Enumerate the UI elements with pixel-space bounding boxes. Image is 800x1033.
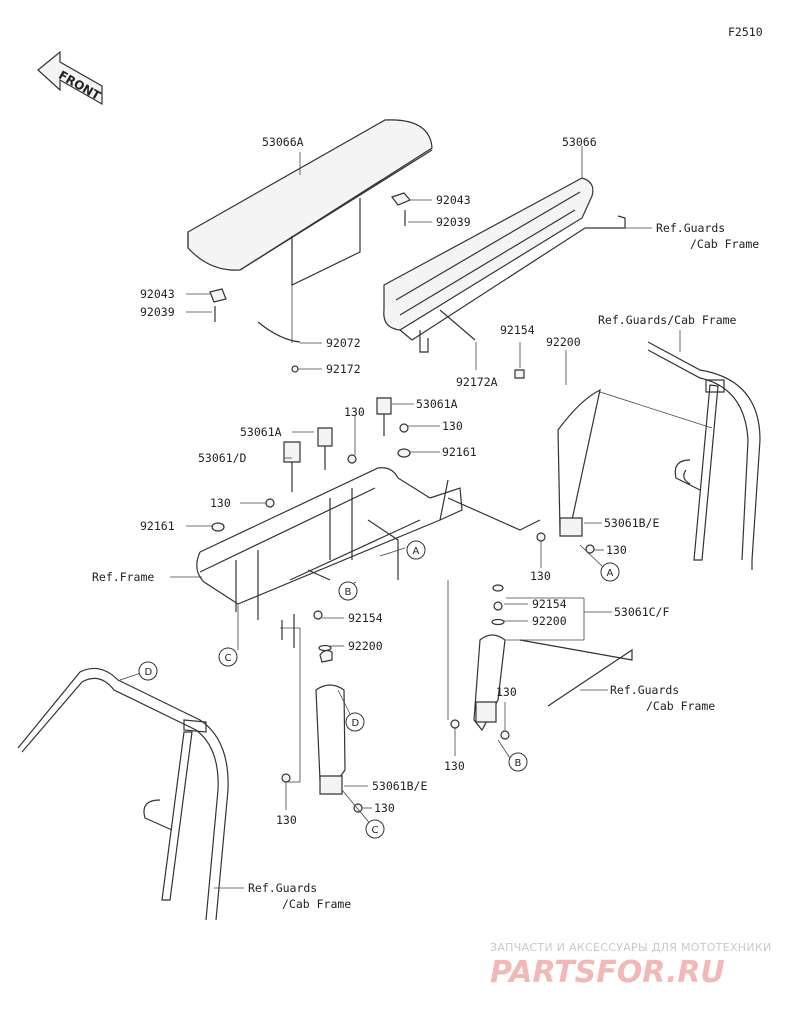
label-53061A-2: 53061A xyxy=(240,425,282,439)
svg-text:D: D xyxy=(145,667,153,678)
label-92154-c: 92154 xyxy=(532,597,567,611)
seat-belt-right xyxy=(473,369,713,732)
callout-C2: C xyxy=(365,819,385,839)
label-53061BE-1: 53061B/E xyxy=(604,516,659,530)
label-130-8: 130 xyxy=(374,801,395,815)
label-53066: 53066 xyxy=(562,135,597,149)
label-92172A: 92172A xyxy=(456,375,498,389)
svg-text:D: D xyxy=(352,718,360,729)
label-92043-top: 92043 xyxy=(436,193,471,207)
label-ref-frame: Ref.Frame xyxy=(92,570,154,584)
main-frame xyxy=(196,467,541,648)
label-92039-left: 92039 xyxy=(140,305,175,319)
svg-text:C: C xyxy=(372,825,379,836)
label-ref-guards-1a: Ref.Guards xyxy=(656,221,725,235)
seat-cushion xyxy=(187,119,433,343)
label-92161-right: 92161 xyxy=(442,445,477,459)
cable-92072 xyxy=(257,321,301,373)
svg-text:C: C xyxy=(225,653,232,664)
buckle-53061A-2 xyxy=(317,427,333,470)
svg-text:B: B xyxy=(515,758,522,769)
svg-text:PARTSFOR.RU: PARTSFOR.RU xyxy=(490,955,725,990)
buckle-53061A-1 xyxy=(376,397,392,436)
label-130-5: 130 xyxy=(530,569,551,583)
label-92161-left: 92161 xyxy=(140,519,175,533)
callout-B1: B xyxy=(338,581,358,601)
label-92039-top: 92039 xyxy=(436,215,471,229)
label-130-4: 130 xyxy=(606,543,627,557)
label-130-1: 130 xyxy=(344,405,365,419)
callout-A2: A xyxy=(600,562,620,582)
label-92154-a: 92154 xyxy=(500,323,535,337)
label-92200-b: 92200 xyxy=(348,639,383,653)
label-130-9: 130 xyxy=(276,813,297,827)
svg-text:A: A xyxy=(413,546,420,557)
label-ref-guards-2: Ref.Guards/Cab Frame xyxy=(598,313,737,327)
label-92200-a: 92200 xyxy=(546,335,581,349)
cab-frame-left xyxy=(17,667,229,921)
front-arrow-icon: FRONT xyxy=(37,50,104,106)
diagram-code: F2510 xyxy=(728,25,763,39)
svg-text:B: B xyxy=(345,587,352,598)
label-92072: 92072 xyxy=(326,336,361,350)
callout-D2: D xyxy=(345,712,365,732)
fastener-92043-top xyxy=(391,192,411,226)
bolts xyxy=(211,423,595,813)
seat-belt-left xyxy=(313,610,346,795)
fastener-92043-left xyxy=(209,288,227,322)
seat-back xyxy=(383,177,626,353)
callout-B2: B xyxy=(508,752,528,772)
label-ref-guards-3a: Ref.Guards xyxy=(610,683,679,697)
label-ref-guards-1b: /Cab Frame xyxy=(690,237,759,251)
label-130-2: 130 xyxy=(442,419,463,433)
callout-A1: A xyxy=(406,540,426,560)
label-92154-b: 92154 xyxy=(348,611,383,625)
label-92172: 92172 xyxy=(326,362,361,376)
label-ref-guards-4a: Ref.Guards xyxy=(248,881,317,895)
label-53061BE-2: 53061B/E xyxy=(372,779,427,793)
callout-D1: D xyxy=(138,661,158,681)
buckle-53061D xyxy=(283,441,301,492)
label-53061A-1: 53061A xyxy=(416,397,458,411)
cab-frame-right xyxy=(647,341,761,570)
label-ref-guards-3b: /Cab Frame xyxy=(646,699,715,713)
watermark-logo: ЗАПЧАСТИ И АКСЕССУАРЫ ДЛЯ МОТОТЕХНИКИ PA… xyxy=(490,941,772,990)
label-ref-guards-4b: /Cab Frame xyxy=(282,897,351,911)
label-130-7: 130 xyxy=(444,759,465,773)
label-53066A: 53066A xyxy=(262,135,304,149)
label-92043-left: 92043 xyxy=(140,287,175,301)
label-53061CF: 53061C/F xyxy=(614,605,669,619)
svg-text:ЗАПЧАСТИ И АКСЕССУАРЫ ДЛЯ МОТО: ЗАПЧАСТИ И АКСЕССУАРЫ ДЛЯ МОТОТЕХНИКИ xyxy=(490,941,772,954)
label-92200-c: 92200 xyxy=(532,614,567,628)
callout-C1: C xyxy=(218,647,238,667)
svg-text:A: A xyxy=(607,568,614,579)
label-53061D: 53061/D xyxy=(198,451,247,465)
label-130-6: 130 xyxy=(496,685,517,699)
label-130-3: 130 xyxy=(210,496,231,510)
